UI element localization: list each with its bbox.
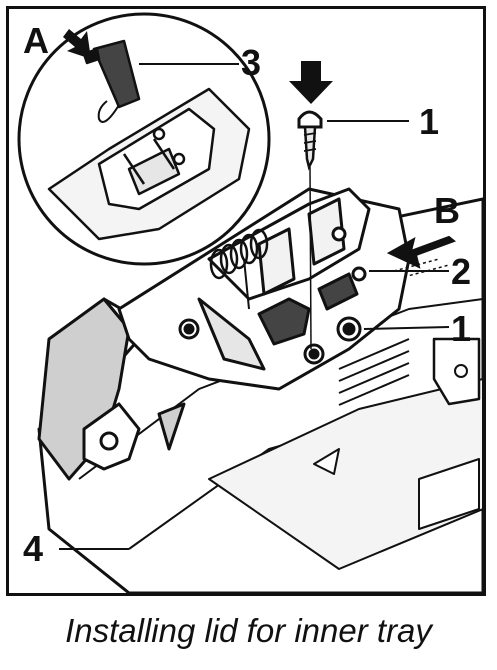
callout-a: A (23, 20, 49, 61)
figure-caption: Installing lid for inner tray (65, 612, 432, 649)
figure-frame: A B 3 1 2 1 4 (6, 6, 486, 596)
callout-1-screw-top: 1 (419, 101, 439, 142)
callout-2-spring: 2 (451, 251, 471, 292)
detail-view (17, 12, 271, 266)
slide-arrow-b (386, 235, 457, 269)
latch-mechanism (117, 187, 411, 391)
callout-4-tray: 4 (23, 528, 43, 569)
technical-illustration: A B 3 1 2 1 4 (17, 12, 483, 593)
callout-b: B (434, 190, 460, 231)
leader-lines (59, 63, 450, 550)
insert-arrow-down (289, 61, 333, 104)
callout-3-clip: 3 (241, 42, 261, 83)
screw (297, 110, 323, 350)
callout-1-screw-right: 1 (451, 308, 471, 349)
press-arrow-a (63, 29, 91, 59)
coil-spring (209, 228, 269, 280)
